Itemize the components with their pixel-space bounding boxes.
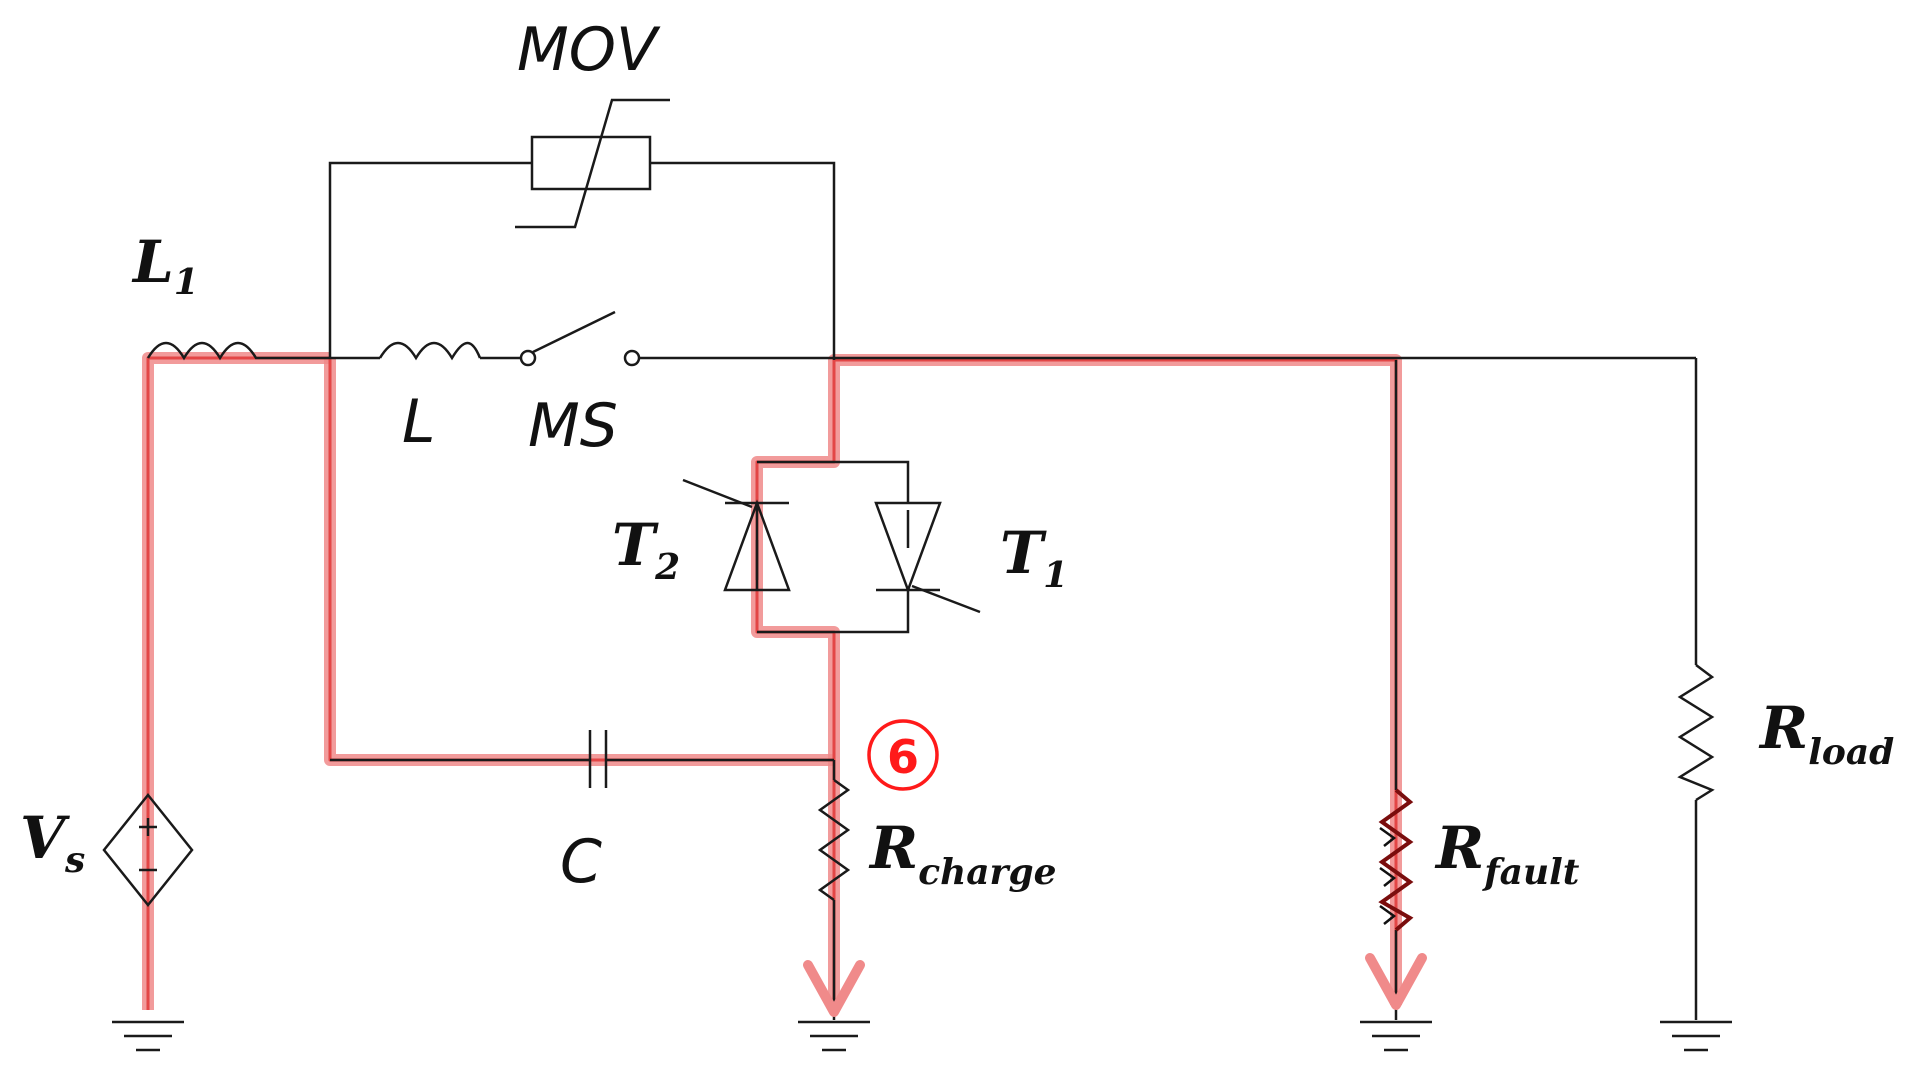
label-t1: T1: [1000, 519, 1068, 596]
label-rload: Rload: [1758, 694, 1894, 773]
current-arrow-rcharge: [803, 960, 865, 1017]
label-t2: T2: [612, 511, 680, 588]
label-mov: MOV: [517, 15, 661, 85]
ground-symbol-rcharge: [798, 1020, 870, 1052]
thyristor-t1: [874, 501, 981, 614]
resistor-rload: [1677, 664, 1715, 802]
inductor-l1: [146, 341, 270, 361]
current-path-highlight: [142, 352, 1402, 1010]
resistor-rfault: [1378, 788, 1414, 932]
step-number: 6: [887, 730, 919, 784]
current-arrow-rfault: [1365, 953, 1427, 1010]
inductor-l: [378, 341, 482, 361]
label-ms: MS: [528, 391, 618, 461]
capacitor-c: [588, 730, 608, 788]
resistor-rcharge: [817, 778, 851, 902]
ground-symbol-rfault: [1360, 1020, 1432, 1052]
wiring: [270, 161, 1698, 1020]
label-vs: Vs: [20, 804, 85, 881]
voltage-source-vs: [102, 792, 194, 908]
thyristor-t2: [682, 478, 791, 592]
label-rfault: Rfault: [1434, 814, 1580, 893]
ground-symbol-vs: [112, 1020, 184, 1052]
label-c: C: [560, 827, 602, 897]
mov-varistor: [515, 98, 670, 229]
label-rcharge: Rcharge: [868, 814, 1057, 893]
mechanical-switch-ms: [519, 310, 641, 367]
ground-symbol-rload: [1660, 1020, 1732, 1052]
label-l: L: [402, 387, 435, 457]
label-l1: L1: [131, 228, 199, 303]
step-marker: 6: [867, 719, 939, 791]
